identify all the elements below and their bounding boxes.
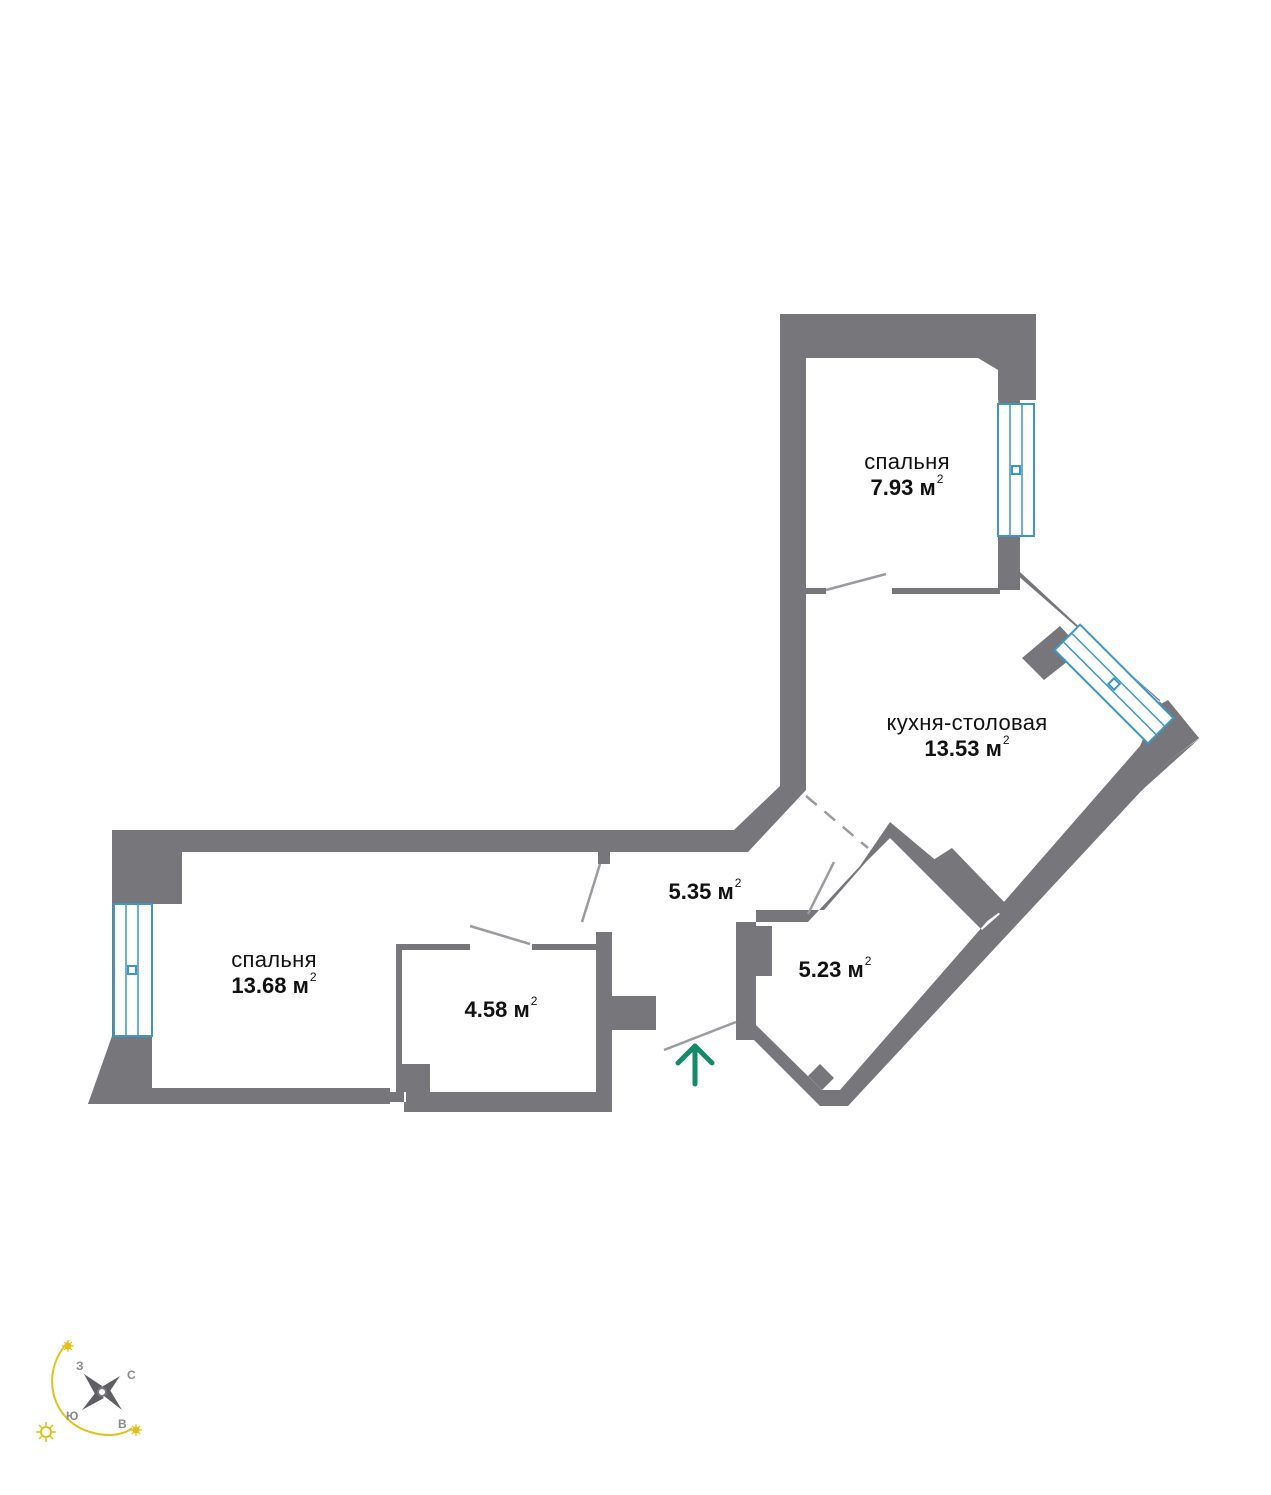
- room-label-bathroom: 5.23 м2: [775, 954, 895, 983]
- room-area: 5.35 м2: [668, 876, 742, 904]
- arrow-up-icon: [675, 1043, 715, 1087]
- wall-segment: [892, 588, 1000, 594]
- compass-east-label: В: [118, 1417, 127, 1431]
- window: [1053, 623, 1175, 745]
- wall-segment: [396, 944, 402, 1094]
- room-area: 13.53 м2: [924, 733, 1010, 761]
- room-label-storage: 4.58 м2: [441, 994, 561, 1023]
- window: [997, 403, 1035, 537]
- wall-segment: [396, 944, 470, 950]
- wall-block: [998, 536, 1020, 590]
- room-label-bedroom-large: спальня 13.68 м2: [174, 947, 374, 999]
- compass-south-label: Ю: [66, 1409, 79, 1423]
- opening-dashed: [805, 795, 869, 849]
- sun-icon: [62, 1340, 74, 1352]
- compass-north-label: С: [127, 1368, 136, 1382]
- wall-block: [598, 852, 610, 864]
- wall-segment: [806, 588, 826, 594]
- door-swing: [663, 1020, 737, 1052]
- room-area: 5.23 м2: [798, 954, 872, 982]
- room-label-bedroom-small: спальня 7.93 м2: [807, 449, 1007, 501]
- wall-segment: [532, 944, 602, 950]
- room-area: 13.68 м2: [231, 970, 317, 998]
- wall-segment: [780, 358, 806, 788]
- sun-icon: [130, 1424, 142, 1436]
- room-area: 4.58 м2: [464, 994, 538, 1022]
- room-name: кухня-столовая: [886, 710, 1048, 735]
- wall-block: [612, 996, 656, 1030]
- wall-block: [400, 1064, 430, 1092]
- wall-block: [88, 1036, 152, 1104]
- door-swing: [806, 861, 836, 915]
- room-label-hallway: 5.35 м2: [645, 876, 765, 905]
- wall-block: [808, 1064, 834, 1090]
- compass-rose-icon: [51, 1341, 133, 1436]
- room-name: спальня: [231, 947, 317, 972]
- room-label-kitchen-dining: кухня-столовая 13.53 м2: [857, 710, 1077, 762]
- wall-segment: [596, 932, 612, 1112]
- wall-block: [756, 926, 772, 976]
- wall-block: [998, 368, 1020, 400]
- window: [113, 903, 153, 1037]
- door-swing: [469, 924, 531, 946]
- sun-icon: [36, 1422, 56, 1442]
- wall-segment: [930, 848, 1008, 922]
- door-swing: [825, 572, 887, 592]
- room-name: спальня: [864, 449, 950, 474]
- door-swing: [580, 863, 602, 923]
- wall-segment: [1000, 738, 1200, 932]
- compass-west-label: З: [76, 1359, 84, 1373]
- wall-block: [112, 830, 182, 904]
- room-area: 7.93 м2: [870, 472, 944, 500]
